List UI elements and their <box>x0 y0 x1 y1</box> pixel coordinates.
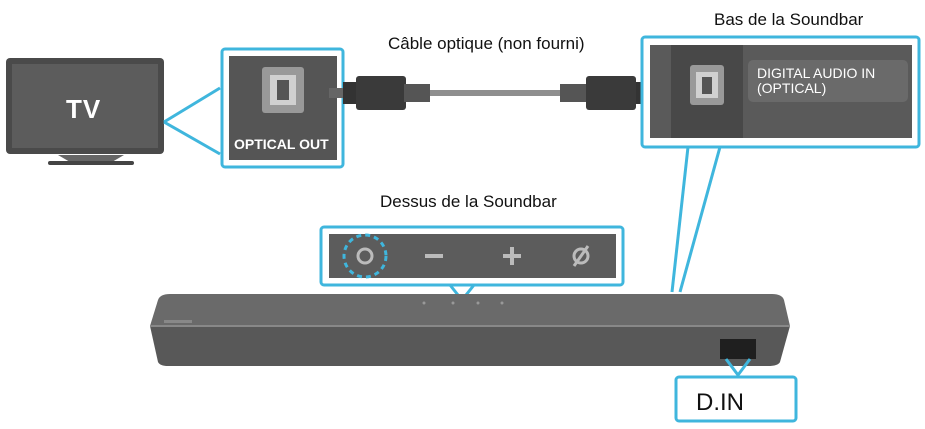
power-button-highlight <box>342 233 388 279</box>
d-in-label: D.IN <box>696 389 744 416</box>
optical-out-port-box <box>220 47 345 169</box>
soundbar-top-label: Dessus de la Soundbar <box>380 192 557 211</box>
volume-down-icon <box>425 254 443 258</box>
soundbar-icon <box>150 294 790 366</box>
digital-audio-in-port-box <box>640 35 921 149</box>
d-in-callout-line <box>724 358 752 378</box>
tv-label: TV <box>66 94 102 124</box>
optical-port-icon <box>262 67 304 113</box>
bottom-callout-line-2 <box>678 146 722 293</box>
tv-callout-line-2 <box>163 120 221 156</box>
tv-icon <box>6 58 164 165</box>
soundbar-bottom-label: Bas de la Soundbar <box>714 10 864 29</box>
digital-audio-in-label: DIGITAL AUDIO IN (OPTICAL) <box>757 65 876 96</box>
d-in-label-box <box>674 375 798 423</box>
mic-off-icon <box>572 245 590 267</box>
d-in-port <box>720 339 756 359</box>
tv-callout-line <box>163 86 221 124</box>
optical-out-label: OPTICAL OUT <box>234 136 329 152</box>
optical-port-icon-soundbar <box>690 65 724 105</box>
cable-label: Câble optique (non fourni) <box>388 34 585 53</box>
optical-cable-icon <box>329 76 662 110</box>
top-controls-box <box>319 225 625 287</box>
bottom-callout-line <box>670 146 690 293</box>
volume-up-icon <box>503 247 521 265</box>
